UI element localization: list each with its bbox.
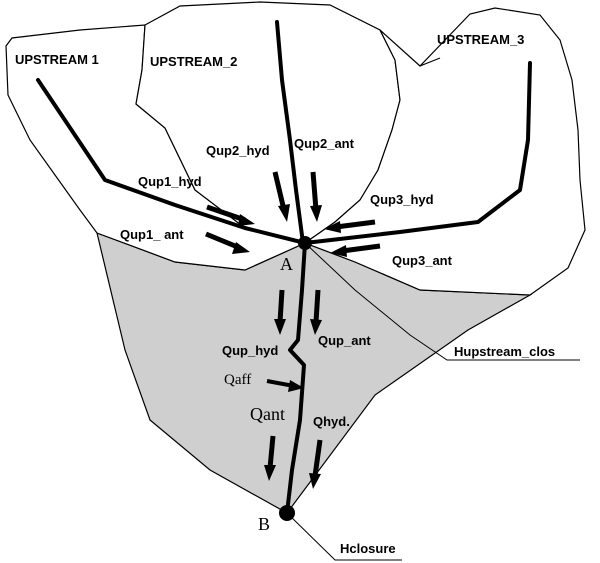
label-point-a: A — [280, 254, 293, 274]
label-hupstream-clos: Hupstream_clos — [454, 344, 555, 359]
qant-arrow — [264, 435, 276, 481]
label-qant: Qant — [250, 404, 285, 424]
label-upstream-1: UPSTREAM 1 — [15, 52, 99, 67]
qup-hyd-arrow — [274, 289, 286, 335]
label-qup-hyd: Qup_hyd — [222, 343, 278, 358]
label-qup3-hyd: Qup3_hyd — [370, 192, 434, 207]
qup2-ant-arrow — [310, 171, 322, 222]
label-qup3-ant: Qup3_ant — [392, 253, 453, 268]
label-qup2-hyd: Qup2_hyd — [206, 143, 270, 158]
river-upstream-2 — [275, 20, 305, 245]
label-qup1-hyd: Qup1_hyd — [138, 174, 202, 189]
label-point-b: B — [258, 514, 270, 534]
node-b — [279, 505, 295, 521]
hupstream-clos-leader-line — [304, 242, 580, 361]
label-qaff: Qaff — [224, 372, 251, 388]
hclosure-leader-line — [286, 512, 402, 561]
qup1-ant-arrow — [205, 231, 250, 254]
river-upstream-3 — [303, 61, 532, 245]
qup3-hyd-arrow — [324, 219, 376, 233]
label-qup1-ant: Qup1_ ant — [120, 227, 184, 242]
label-qhyd: Qhyd. — [313, 414, 350, 429]
qup3-ant-arrow — [330, 243, 381, 257]
river-main-channel — [285, 241, 307, 515]
node-a — [298, 236, 312, 250]
label-hclosure: Hclosure — [340, 541, 396, 556]
label-upstream-3: UPSTREAM_3 — [437, 32, 524, 47]
label-qup2-ant: Qup2_ant — [294, 136, 355, 151]
label-qup-ant: Qup_ant — [318, 333, 371, 348]
qaff-arrow — [266, 379, 304, 392]
qup-ant-arrow — [310, 289, 322, 335]
label-upstream-2: UPSTREAM_2 — [150, 54, 237, 69]
upstream-3-divider — [419, 57, 441, 67]
qhyd-arrow — [309, 439, 323, 489]
qup1-hyd-arrow — [206, 204, 255, 226]
river-upstream-1 — [36, 78, 307, 245]
qup2-hyd-arrow — [272, 171, 290, 222]
